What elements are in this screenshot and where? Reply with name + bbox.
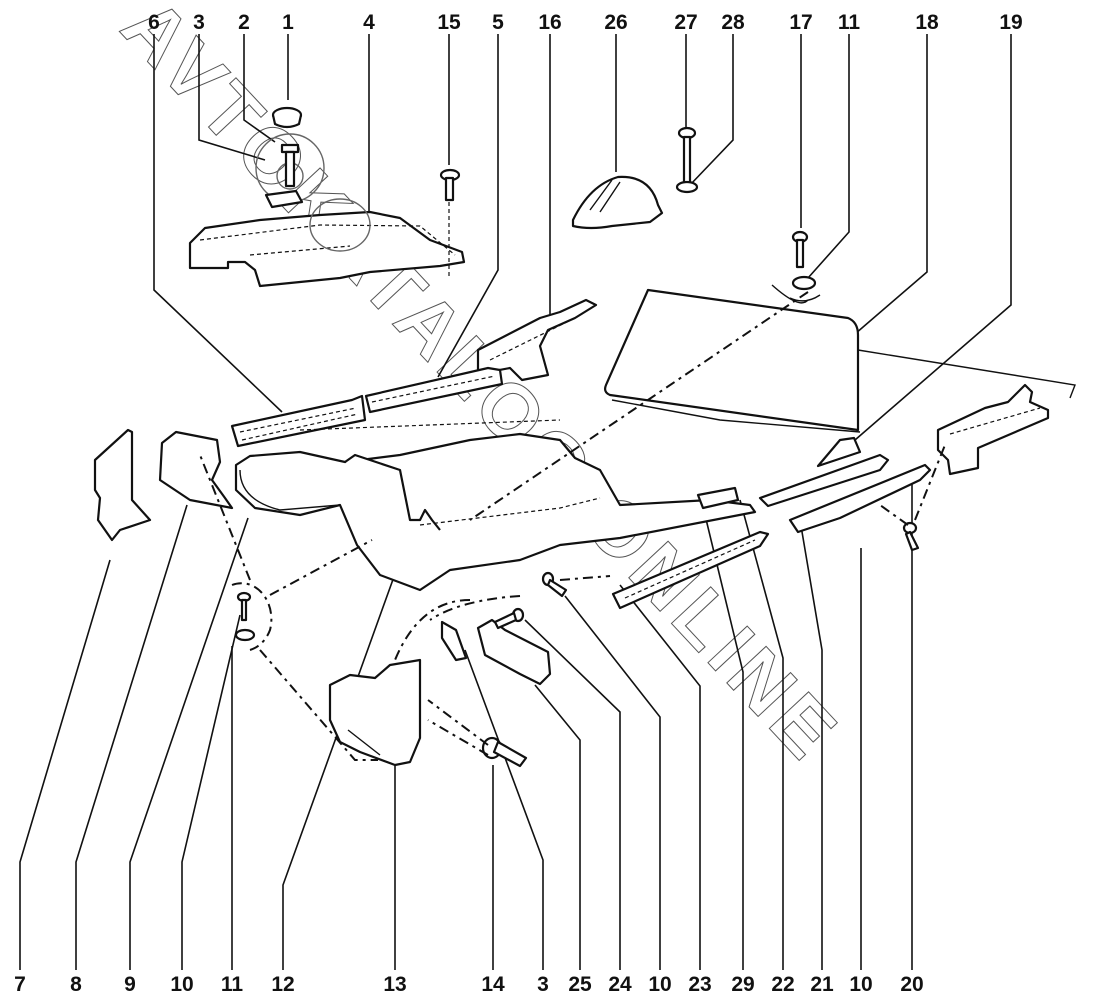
part-floor-covering-12 [234, 419, 757, 592]
part-console-cover-4 [188, 198, 466, 288]
callout-top-19: 19 [999, 11, 1022, 34]
part-side-trim-8 [158, 430, 234, 510]
callout-bottom-13: 13 [383, 973, 406, 996]
leader-7 [19, 559, 111, 970]
part-clip-3-bottom [440, 620, 468, 662]
leader-9 [129, 517, 249, 970]
part-rear-tunnel-20 [936, 383, 1050, 476]
leader-5 [437, 34, 499, 378]
part-sill-trim-23 [611, 530, 770, 610]
part-bolt-27 [677, 126, 697, 185]
callout-top-28: 28 [721, 11, 745, 34]
part-rear-tunnel-16 [476, 298, 598, 382]
callout-bottom-21: 21 [810, 973, 834, 996]
callout-top-16: 16 [538, 11, 561, 34]
callout-bottom-12: 12 [271, 973, 294, 996]
callout-top-2: 2 [238, 11, 250, 34]
callout-bottom-20: 20 [900, 973, 923, 996]
leader-25 [534, 684, 581, 970]
leader-10b [564, 595, 661, 970]
leader-22 [739, 499, 784, 970]
assembly-lines [199, 291, 946, 761]
callout-bottom-8: 8 [70, 973, 82, 996]
part-foot-rest-13 [328, 658, 422, 767]
part-bracket-19 [816, 436, 862, 468]
leader-29 [704, 514, 744, 970]
callout-bottom-10: 10 [170, 973, 193, 996]
leader-8 [75, 504, 188, 970]
part-screw-10-right [902, 521, 920, 552]
part-washer-28 [675, 180, 699, 194]
part-screw-10-middle [541, 571, 568, 598]
callout-top-18: 18 [915, 11, 939, 34]
part-screw-10-left [236, 591, 252, 622]
callout-bottom-7: 7 [14, 973, 26, 996]
leader-12 [282, 559, 401, 970]
leader-10a [181, 614, 241, 970]
part-cap-11-left [231, 582, 273, 651]
callout-bottom-11: 11 [221, 973, 244, 996]
callout-top-27: 27 [674, 11, 697, 34]
leader-3t [198, 34, 266, 161]
callout-bottom-25: 25 [568, 973, 592, 996]
part-cap-1 [271, 106, 303, 129]
leader-6 [153, 34, 283, 413]
leader-24 [524, 619, 621, 970]
callout-top-3: 3 [193, 11, 205, 34]
callout-top-5: 5 [492, 11, 504, 34]
leader-28 [689, 34, 734, 186]
part-cap-11-top [771, 275, 821, 304]
leader-18 [847, 34, 928, 341]
part-sill-trim-22 [758, 453, 890, 508]
leader-lines-top [153, 34, 1012, 441]
part-sill-trim-6 [230, 394, 367, 448]
leader-3b [464, 649, 544, 970]
part-rear-panel-18 [604, 288, 1076, 433]
part-cover-26 [571, 175, 664, 230]
leader-23 [619, 584, 701, 970]
part-bracket-25 [476, 618, 552, 686]
part-clip-nut-3 [264, 189, 304, 209]
callouts-bottom: 7 8 9 10 11 12 13 14 3 25 24 10 23 29 22 21 10 20 [14, 973, 924, 996]
part-bracket-7 [93, 428, 152, 542]
callout-bottom-29: 29 [731, 973, 754, 996]
callout-bottom-14: 14 [481, 973, 505, 996]
callout-top-11: 11 [838, 11, 861, 34]
callout-bottom-23: 23 [688, 973, 711, 996]
leader-11t [807, 34, 850, 279]
part-sill-trim-5 [364, 366, 504, 414]
part-screw-17 [791, 230, 809, 269]
callout-bottom-9: 9 [124, 973, 136, 996]
leader-2 [243, 34, 276, 143]
callout-top-15: 15 [437, 11, 461, 34]
callout-bottom-22: 22 [771, 973, 794, 996]
callout-bottom-10: 10 [648, 973, 671, 996]
callout-bottom-10: 10 [849, 973, 872, 996]
callout-top-1: 1 [282, 11, 294, 34]
leader-16 [529, 34, 551, 327]
part-clip-29 [696, 486, 740, 510]
leader-lines-bottom [19, 473, 913, 970]
callout-top-4: 4 [363, 11, 375, 34]
callouts-top: 6 3 2 1 4 15 5 16 26 27 28 17 11 18 19 [148, 11, 1023, 34]
leader-19 [854, 34, 1012, 441]
leader-21 [799, 519, 823, 970]
callout-top-6: 6 [148, 11, 160, 34]
callout-bottom-24: 24 [608, 973, 632, 996]
part-screw-24 [493, 607, 525, 630]
callout-top-26: 26 [604, 11, 627, 34]
callout-top-17: 17 [789, 11, 812, 34]
callout-bottom-3: 3 [537, 973, 549, 996]
part-screw-15 [439, 168, 461, 276]
part-push-clip-14 [481, 736, 528, 768]
part-trim-strip-21 [788, 463, 932, 534]
